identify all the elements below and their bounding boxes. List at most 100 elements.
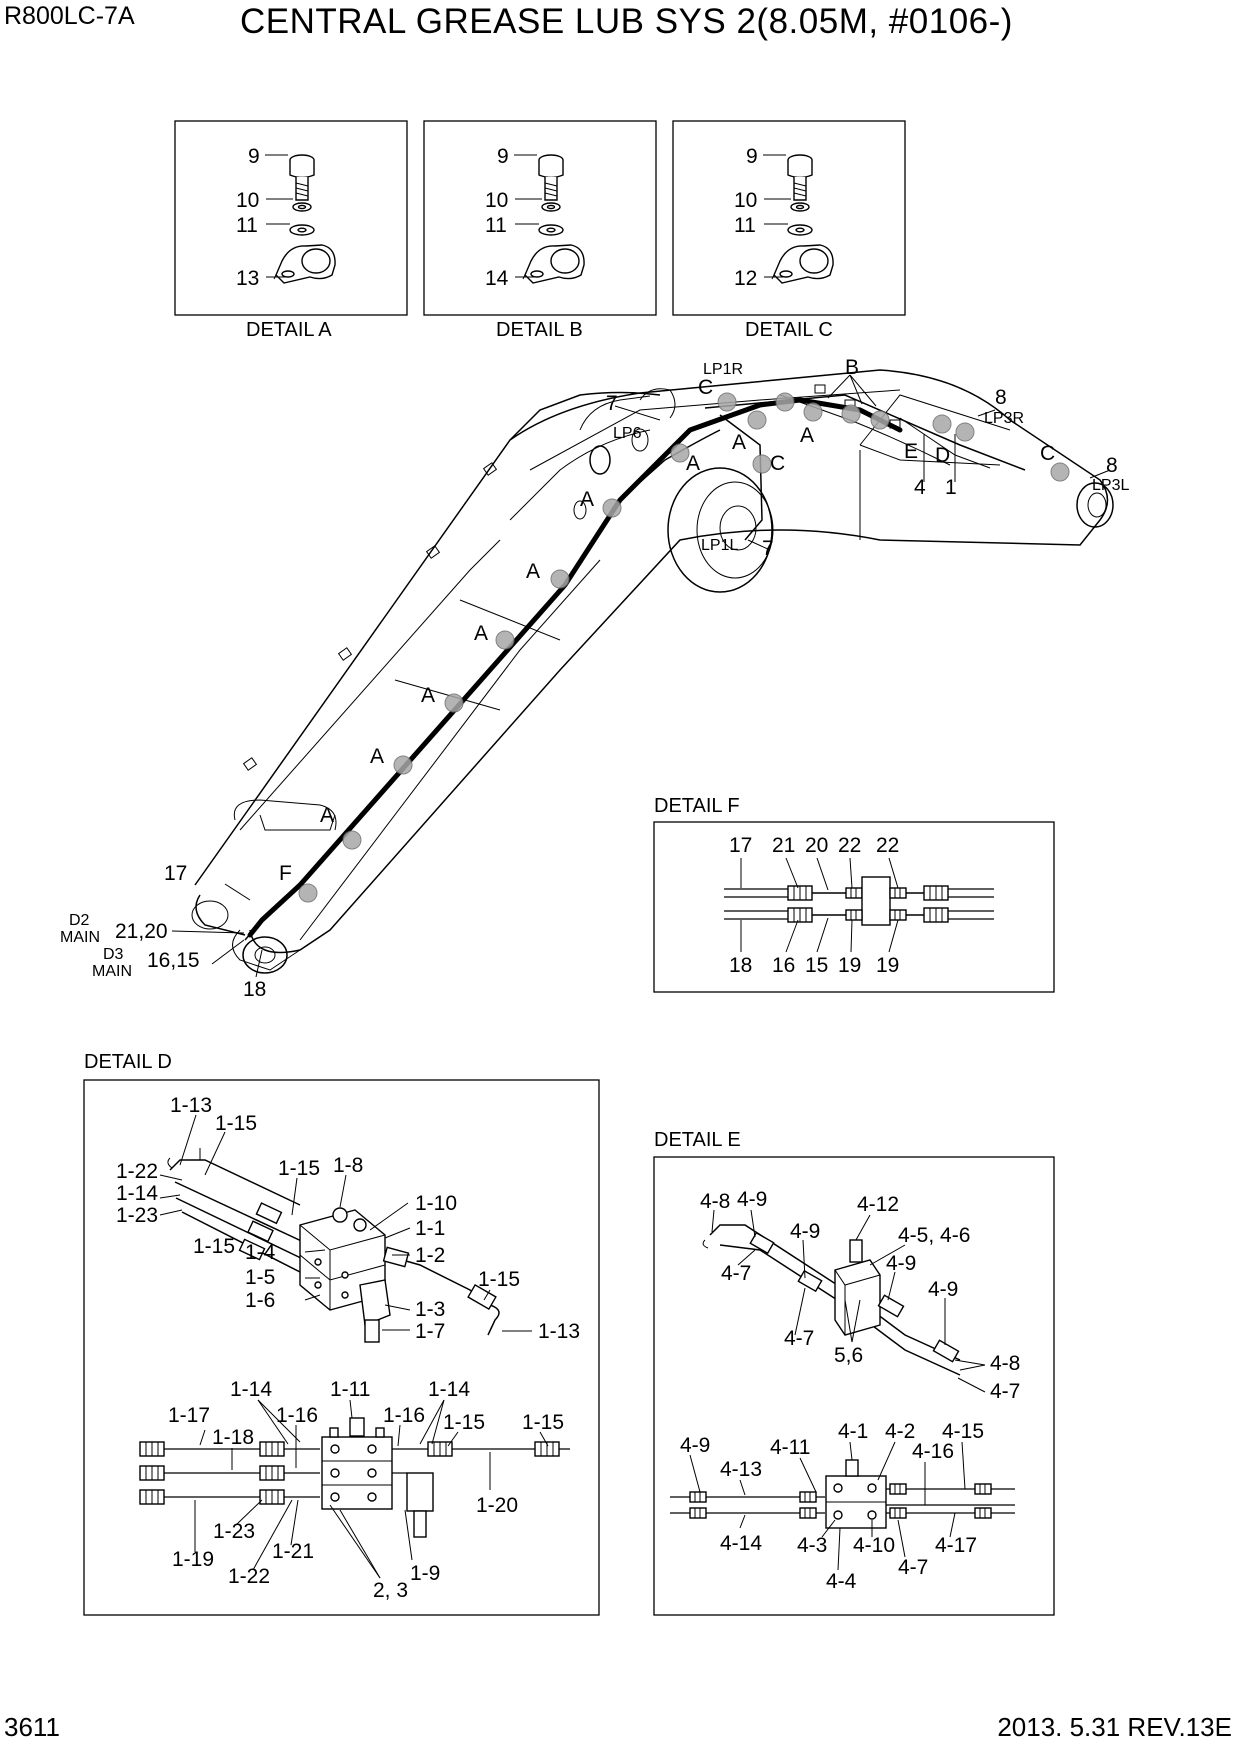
detail-e-label: 4-8 xyxy=(990,1352,1020,1375)
detail-a-label: 9 xyxy=(248,145,260,168)
main-label: C xyxy=(1040,442,1055,465)
detail-f-label: 20 xyxy=(805,834,828,857)
detail-d-label: 1-22 xyxy=(228,1565,270,1588)
main-label: 7 xyxy=(606,392,618,415)
main-label: A xyxy=(686,452,700,475)
detail-c-label: 12 xyxy=(734,267,757,290)
detail-e-label: 4-9 xyxy=(680,1434,710,1457)
detail-e-label: 4-11 xyxy=(770,1436,810,1459)
detail-e: DETAIL E xyxy=(653,1129,1055,1616)
detail-e-label: 4-13 xyxy=(720,1458,762,1481)
page-number: 3611 xyxy=(4,1712,60,1742)
detail-e-label: 4-8 xyxy=(700,1190,730,1213)
detail-d-label: 1-2 xyxy=(415,1244,445,1267)
detail-d-label: 1-14 xyxy=(230,1378,272,1401)
detail-f-label: 19 xyxy=(876,954,899,977)
detail-d-label: 1-23 xyxy=(213,1520,255,1543)
detail-a-label: 11 xyxy=(236,214,258,237)
detail-d-label: 1-10 xyxy=(415,1192,457,1215)
detail-b-title: DETAIL B xyxy=(496,319,583,341)
detail-b-label: 9 xyxy=(497,145,509,168)
model-name: R800LC-7A xyxy=(4,2,135,30)
detail-d-label: 2, 3 xyxy=(373,1579,408,1602)
detail-d-label: 1-17 xyxy=(168,1404,210,1427)
detail-d-label: 1-13 xyxy=(170,1094,212,1117)
detail-d-label: 1-15 xyxy=(278,1157,320,1180)
main-label: LP3L xyxy=(1092,477,1129,494)
detail-e-label: 4-10 xyxy=(853,1534,895,1557)
detail-b: 9 10 11 14 DETAIL B xyxy=(423,120,657,341)
main-label: A xyxy=(370,745,384,768)
boom-assembly xyxy=(171,369,1114,978)
detail-d-label: 1-14 xyxy=(116,1182,158,1205)
main-label: E xyxy=(904,440,918,463)
detail-d-label: 1-16 xyxy=(383,1404,425,1427)
detail-a-label: 10 xyxy=(236,189,259,212)
main-label: LP1L xyxy=(701,537,738,554)
main-label: A xyxy=(421,684,435,707)
main-label: 1 xyxy=(945,476,957,499)
detail-d-label: 1-23 xyxy=(116,1204,158,1227)
main-label: 4 xyxy=(914,476,926,499)
detail-e-label: 4-5, 4-6 xyxy=(898,1224,970,1247)
detail-e-label: 5,6 xyxy=(834,1344,863,1367)
detail-d-label: 1-22 xyxy=(116,1160,158,1183)
detail-f: DETAIL F 17 21 xyxy=(653,795,1055,993)
detail-d-label: 1-15 xyxy=(478,1268,520,1291)
detail-a-title: DETAIL A xyxy=(246,319,332,341)
detail-f-label: 15 xyxy=(805,954,828,977)
main-label: A xyxy=(474,622,488,645)
detail-f-label: 18 xyxy=(729,954,752,977)
main-label: 18 xyxy=(243,978,266,1001)
main-label: D2 xyxy=(69,912,90,929)
main-label: A xyxy=(580,488,594,511)
main-label: A xyxy=(526,560,540,583)
detail-f-label: 21 xyxy=(772,834,795,857)
main-label: F xyxy=(279,862,292,885)
detail-d-label: 1-15 xyxy=(215,1112,257,1135)
detail-d-label: 1-21 xyxy=(272,1540,314,1563)
detail-d-label: 1-15 xyxy=(193,1235,235,1258)
detail-e-label: 4-9 xyxy=(737,1188,767,1211)
detail-d-label: 1-4 xyxy=(245,1241,276,1264)
detail-d-label: 1-15 xyxy=(443,1411,485,1434)
detail-d-title: DETAIL D xyxy=(84,1051,172,1073)
main-label: D xyxy=(935,444,950,467)
detail-d-label: 1-19 xyxy=(172,1548,214,1571)
detail-e-label: 4-9 xyxy=(928,1278,958,1301)
main-label: LP6 xyxy=(613,425,642,442)
detail-f-label: 22 xyxy=(876,834,899,857)
revision-date: 2013. 5.31 REV.13E xyxy=(997,1712,1232,1742)
detail-d-label: 1-1 xyxy=(415,1217,445,1240)
main-view-labels: LP1R B 7 C 8 LP3R LP6 A A E D A C C 8 LP… xyxy=(60,356,1129,1001)
main-label: B xyxy=(845,356,859,379)
main-label: A xyxy=(320,804,334,827)
detail-e-label: 4-7 xyxy=(898,1556,928,1579)
detail-d-label: 1-13 xyxy=(538,1320,580,1343)
page-title: CENTRAL GREASE LUB SYS 2(8.05M, #0106-) xyxy=(240,2,1013,41)
detail-d-label: 1-7 xyxy=(415,1320,445,1343)
detail-d-label: 1-20 xyxy=(476,1494,518,1517)
detail-b-label: 14 xyxy=(485,267,509,290)
detail-e-label: 4-15 xyxy=(942,1420,984,1443)
detail-c-title: DETAIL C xyxy=(745,319,833,341)
detail-b-label: 10 xyxy=(485,189,508,212)
detail-e-label: 4-2 xyxy=(885,1420,915,1443)
detail-f-label: 19 xyxy=(838,954,861,977)
detail-e-label: 4-14 xyxy=(720,1532,762,1555)
detail-e-label: 4-4 xyxy=(826,1570,857,1593)
detail-e-label: 4-17 xyxy=(935,1534,977,1557)
detail-a-label: 13 xyxy=(236,267,259,290)
main-label: D3 xyxy=(103,946,124,963)
main-label: MAIN xyxy=(60,929,100,946)
detail-e-label: 4-3 xyxy=(797,1534,827,1557)
detail-a: 9 10 11 13 DETAIL A xyxy=(174,120,408,341)
main-label: C xyxy=(698,376,713,399)
main-label: 8 xyxy=(1106,454,1118,477)
main-label: 17 xyxy=(164,862,187,885)
detail-f-label: 16 xyxy=(772,954,795,977)
detail-f-title: DETAIL F xyxy=(654,795,740,817)
detail-e-label: 4-16 xyxy=(912,1440,954,1463)
main-label: 21,20 xyxy=(115,920,168,943)
